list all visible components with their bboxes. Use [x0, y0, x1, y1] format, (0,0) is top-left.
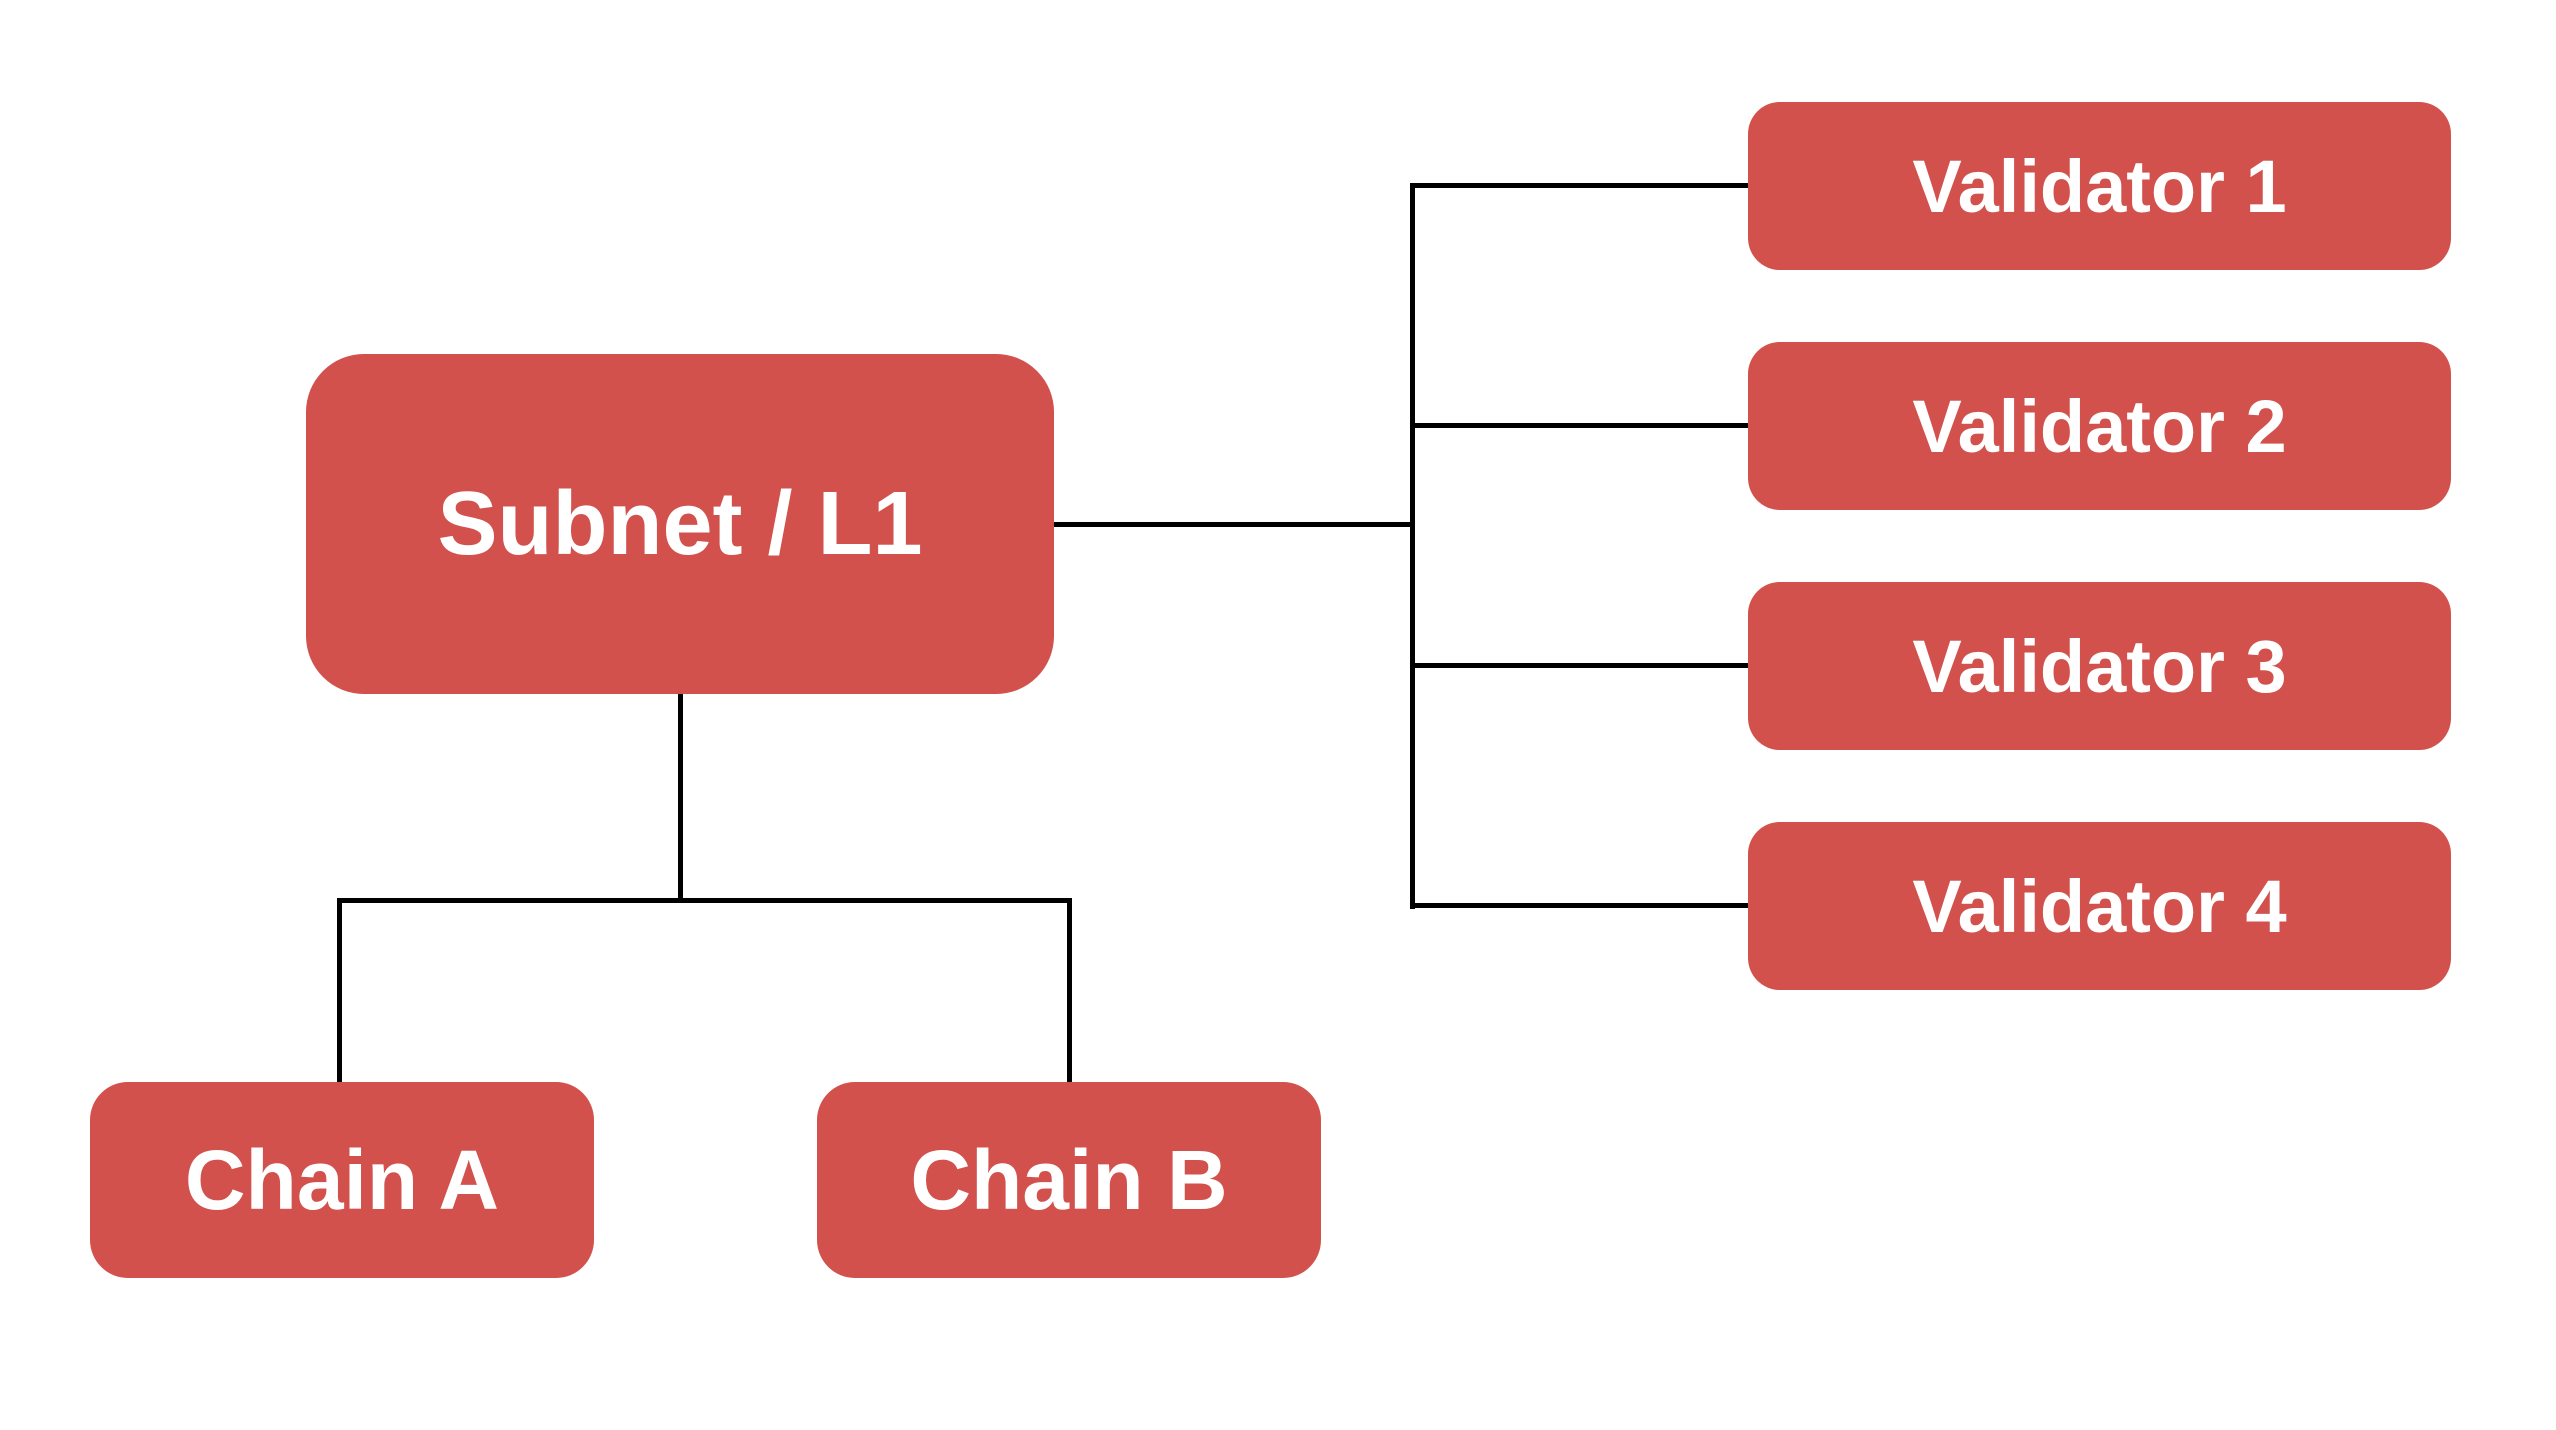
node-subnet-l1: Subnet / L1 [306, 354, 1054, 694]
node-chain-b: Chain B [817, 1082, 1321, 1278]
node-validator-1-label: Validator 1 [1912, 144, 2287, 228]
node-validator-3-label: Validator 3 [1912, 624, 2287, 708]
connector-drop-chain-a [337, 898, 342, 1082]
node-validator-2-label: Validator 2 [1912, 384, 2287, 468]
connector-branch-validator-4 [1410, 903, 1748, 908]
node-validator-2: Validator 2 [1748, 342, 2451, 510]
connector-branch-validator-3 [1410, 663, 1748, 668]
node-validator-3: Validator 3 [1748, 582, 2451, 750]
node-validator-4: Validator 4 [1748, 822, 2451, 990]
connector-branch-validator-1 [1410, 183, 1748, 188]
connector-validator-trunk [1410, 183, 1415, 909]
node-validator-4-label: Validator 4 [1912, 864, 2287, 948]
connector-chains-crossbar [337, 898, 1072, 903]
node-subnet-l1-label: Subnet / L1 [437, 473, 923, 574]
node-chain-a: Chain A [90, 1082, 594, 1278]
connector-subnet-to-trunk [1054, 522, 1415, 527]
node-validator-1: Validator 1 [1748, 102, 2451, 270]
connector-drop-chain-b [1067, 898, 1072, 1082]
node-chain-b-label: Chain B [910, 1132, 1228, 1227]
connector-branch-validator-2 [1410, 423, 1748, 428]
node-chain-a-label: Chain A [184, 1132, 500, 1227]
connector-subnet-down [678, 694, 683, 903]
